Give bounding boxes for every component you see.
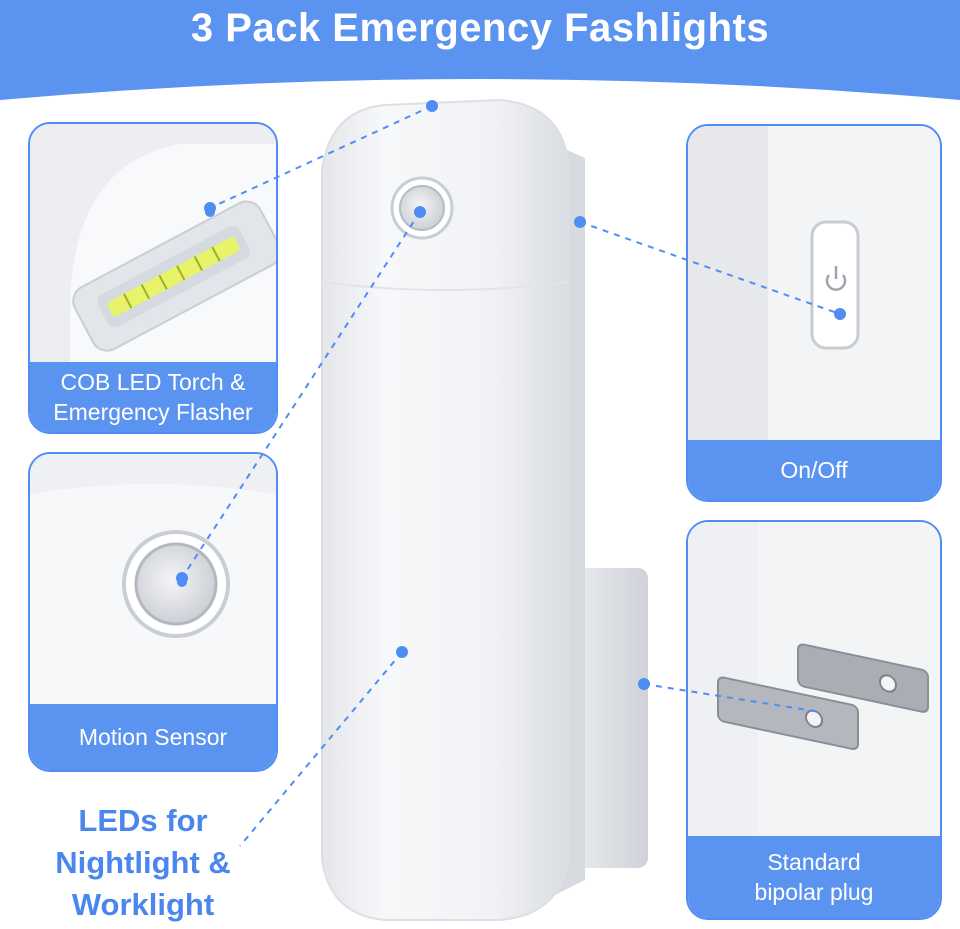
motion-caption: Motion Sensor: [30, 704, 276, 770]
plug-caption: Standard bipolar plug: [688, 836, 940, 918]
callout-line2: Nightlight &: [55, 845, 231, 880]
cob-caption-line1: COB LED Torch &: [60, 369, 246, 395]
plug-block: [570, 568, 648, 868]
motion-caption-text: Motion Sensor: [78, 724, 228, 750]
callout-line1: LEDs for: [78, 803, 208, 838]
motion-sensor-closeup-icon: [30, 454, 276, 704]
onoff-caption-text: On/Off: [780, 457, 848, 483]
feature-card-motion-sensor: Motion Sensor: [28, 452, 278, 772]
plug-caption-line1: Standard: [767, 849, 861, 875]
callout-line3: Worklight: [71, 887, 215, 922]
banner-shape: [0, 0, 960, 100]
cob-caption-line2: Emergency Flasher: [53, 399, 253, 425]
onoff-caption: On/Off: [688, 440, 940, 500]
feature-card-on-off: On/Off: [686, 124, 942, 502]
cob-led-strip-icon: [30, 124, 276, 364]
power-button-closeup: [688, 126, 940, 440]
plug-caption-line2: bipolar plug: [754, 879, 874, 905]
plug-prongs-icon: [688, 522, 940, 838]
page-title: 3 Pack Emergency Fashlights: [190, 6, 770, 50]
cob-caption: COB LED Torch & Emergency Flasher: [30, 362, 276, 432]
feature-card-plug: Standard bipolar plug: [686, 520, 942, 920]
feature-card-cob-led: COB LED Torch & Emergency Flasher: [28, 122, 278, 434]
motion-sensor-icon: [390, 176, 454, 240]
led-callout: LEDs for Nightlight & Worklight: [38, 800, 248, 926]
header-banner: 3 Pack Emergency Fashlights: [0, 0, 960, 112]
